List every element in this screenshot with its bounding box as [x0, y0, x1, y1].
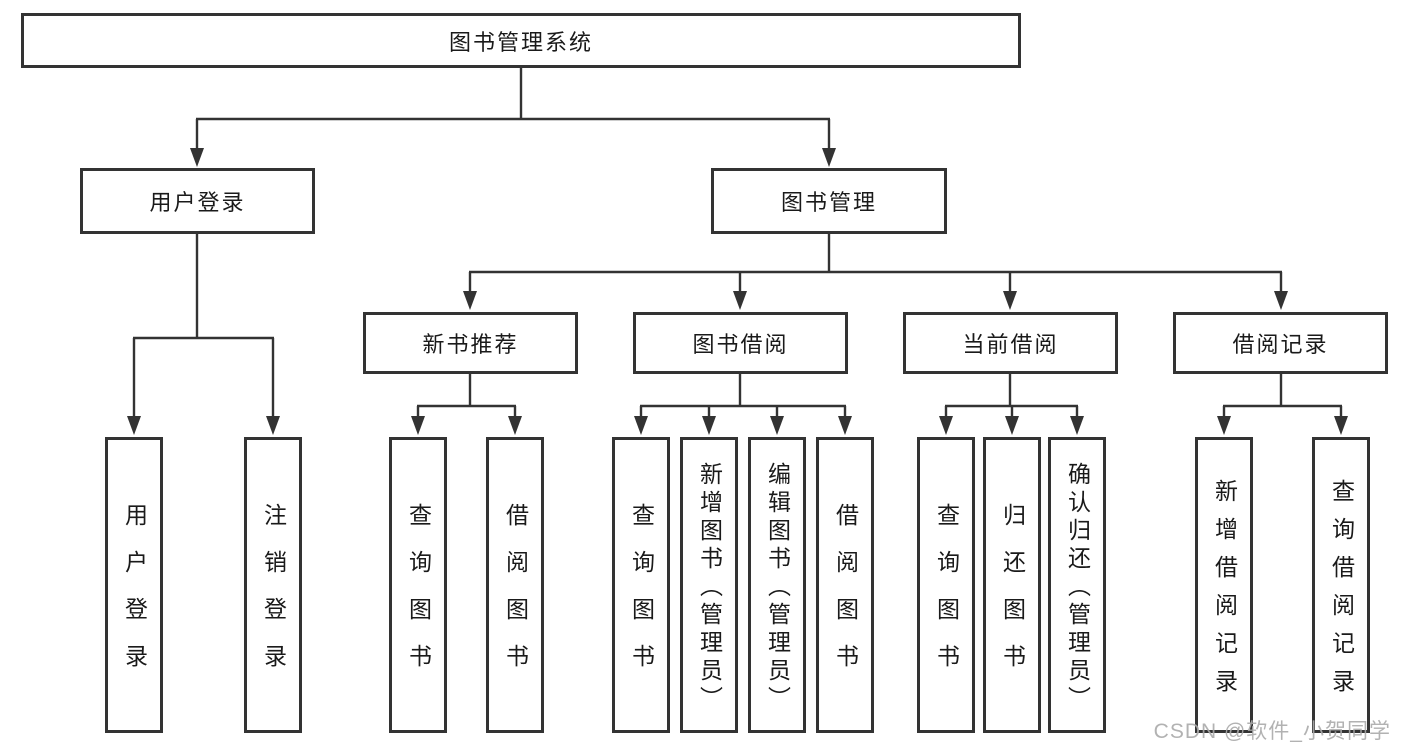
leaf-label: 归还图书	[999, 503, 1026, 691]
leaf-label: 查询图书	[933, 503, 960, 691]
leaf-add-borrow-record: 新增借阅记录	[1195, 437, 1253, 733]
arrow-down-icon	[770, 416, 784, 435]
arrow-down-icon	[411, 416, 425, 435]
arrow-down-icon	[127, 416, 141, 435]
leaf-query-books-3: 查询图书	[917, 437, 975, 733]
leaf-label: 查询图书	[405, 503, 432, 691]
leaf-label: 借阅图书	[502, 503, 529, 691]
leaf-user-login: 用户登录	[105, 437, 163, 733]
leaf-query-books-2: 查询图书	[612, 437, 670, 733]
arrow-down-icon	[939, 416, 953, 435]
leaf-confirm-return-admin: 确认归还（管理员）	[1048, 437, 1106, 733]
connector-user-login-to-leaves	[127, 234, 280, 435]
node-borrow-records: 借阅记录	[1173, 312, 1388, 374]
connector-root-to-level2	[190, 68, 836, 167]
arrow-down-icon	[1070, 416, 1084, 435]
connector-book-mgmt-to-level3	[463, 234, 1288, 310]
node-user-login: 用户登录	[80, 168, 315, 234]
leaf-label: 查询借阅记录	[1328, 478, 1355, 707]
arrow-down-icon	[190, 148, 204, 167]
leaf-edit-books-admin: 编辑图书（管理员）	[748, 437, 806, 733]
leaf-label: 编辑图书（管理员）	[764, 461, 791, 714]
node-library-management-system: 图书管理系统	[21, 13, 1021, 68]
leaf-label: 新增借阅记录	[1211, 478, 1238, 707]
arrow-down-icon	[1334, 416, 1348, 435]
arrow-down-icon	[1005, 416, 1019, 435]
connector-current-borrow-to-leaves	[939, 374, 1084, 435]
arrow-down-icon	[733, 291, 747, 310]
arrow-down-icon	[463, 291, 477, 310]
leaf-label: 用户登录	[121, 503, 148, 691]
watermark: CSDN @软件_小贺同学	[1153, 720, 1391, 743]
leaf-logout: 注销登录	[244, 437, 302, 733]
node-current-borrow: 当前借阅	[903, 312, 1118, 374]
node-book-borrow: 图书借阅	[633, 312, 848, 374]
leaf-label: 注销登录	[260, 503, 287, 691]
leaf-borrow-books-1: 借阅图书	[486, 437, 544, 733]
arrow-down-icon	[1217, 416, 1231, 435]
leaf-query-borrow-record: 查询借阅记录	[1312, 437, 1370, 733]
arrow-down-icon	[1274, 291, 1288, 310]
arrow-down-icon	[266, 416, 280, 435]
node-book-management: 图书管理	[711, 168, 947, 234]
connector-new-book-rec-to-leaves	[411, 374, 522, 435]
connector-borrow-records-to-leaves	[1217, 374, 1348, 435]
arrow-down-icon	[838, 416, 852, 435]
arrow-down-icon	[1003, 291, 1017, 310]
arrow-down-icon	[702, 416, 716, 435]
leaf-label: 借阅图书	[832, 503, 859, 691]
leaf-label: 新增图书（管理员）	[696, 461, 723, 714]
node-new-book-recommend: 新书推荐	[363, 312, 578, 374]
leaf-return-books: 归还图书	[983, 437, 1041, 733]
leaf-label: 确认归还（管理员）	[1064, 461, 1091, 714]
arrow-down-icon	[634, 416, 648, 435]
connector-book-borrow-to-leaves	[634, 374, 852, 435]
arrow-down-icon	[508, 416, 522, 435]
arrow-down-icon	[822, 148, 836, 167]
leaf-borrow-books-2: 借阅图书	[816, 437, 874, 733]
leaf-label: 查询图书	[628, 503, 655, 691]
leaf-add-books-admin: 新增图书（管理员）	[680, 437, 738, 733]
leaf-query-books-1: 查询图书	[389, 437, 447, 733]
